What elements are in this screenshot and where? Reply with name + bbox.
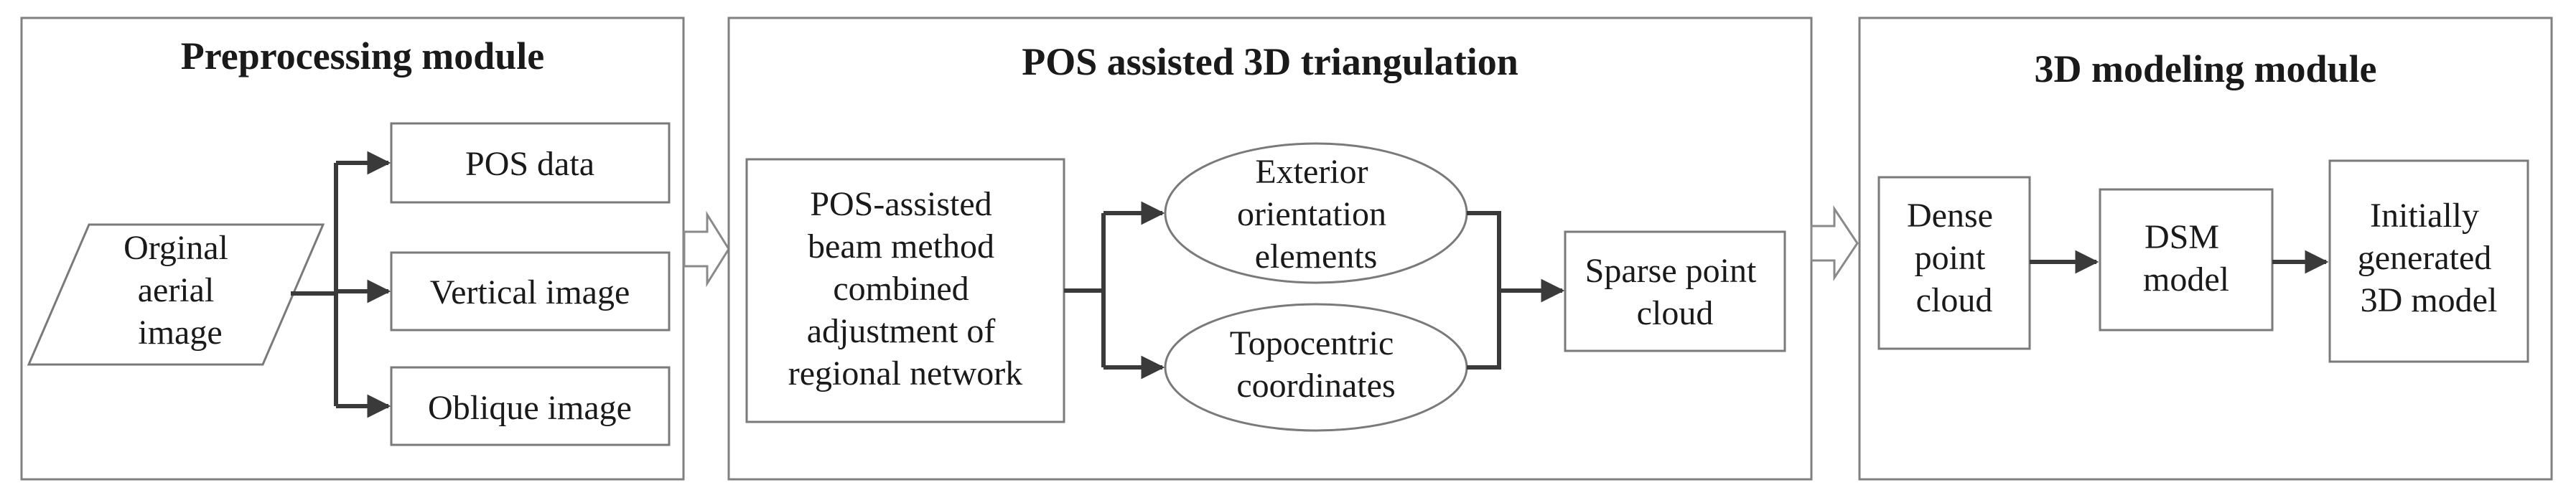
hollow-arrow-preprocessing-to-triangulation	[683, 210, 730, 288]
topocentric-coordinates-label: Topocentric coordinates	[1230, 324, 1403, 405]
dsm-model-label: DSM model	[2143, 218, 2229, 298]
oblique-image-label: Oblique image	[428, 389, 632, 427]
vertical-image-label: Vertical image	[430, 273, 630, 311]
preprocessing-panel-title: Preprocessing module	[181, 34, 545, 77]
exterior-orientation-elements-label: Exterior orientation elements	[1237, 153, 1395, 276]
oblique-image-node	[390, 366, 671, 446]
sparse-point-cloud-label: Sparse point cloud	[1585, 252, 1765, 332]
pos-assisted-beam-method-label: POS-assisted beam method combined adjust…	[788, 185, 1023, 392]
dense-point-cloud-label: Dense point cloud	[1907, 197, 2002, 319]
pos-data-label: POS data	[465, 145, 594, 183]
initial-3d-model-label: Initially generated 3D model	[2358, 197, 2501, 319]
modeling-panel-title: 3D modeling module	[2034, 47, 2376, 90]
modeling-panel: 3D modeling module Dense point cloud DSM…	[1858, 17, 2553, 481]
original-aerial-image-label: Orginal aerial image	[123, 229, 237, 352]
pos-data-node	[390, 122, 671, 204]
triangulation-panel-title: POS assisted 3D triangulation	[1022, 40, 1518, 83]
vertical-image-node	[390, 251, 671, 332]
initial-3d-model-node	[2328, 159, 2529, 363]
dense-point-cloud-node	[1877, 176, 2031, 350]
sparse-point-cloud-node	[1564, 230, 1786, 352]
preprocessing-panel: Preprocessing module Orginal aerial imag…	[20, 17, 685, 481]
hollow-arrow-triangulation-to-modeling	[1810, 205, 1859, 281]
original-aerial-image-node	[27, 223, 325, 366]
dsm-model-node	[2099, 188, 2274, 332]
pos-assisted-beam-method-node	[745, 158, 1065, 423]
triangulation-panel: POS assisted 3D triangulation POS-assist…	[727, 17, 1813, 481]
exterior-to-merge-line	[1467, 211, 1501, 291]
topocentric-to-merge-line	[1467, 291, 1501, 370]
